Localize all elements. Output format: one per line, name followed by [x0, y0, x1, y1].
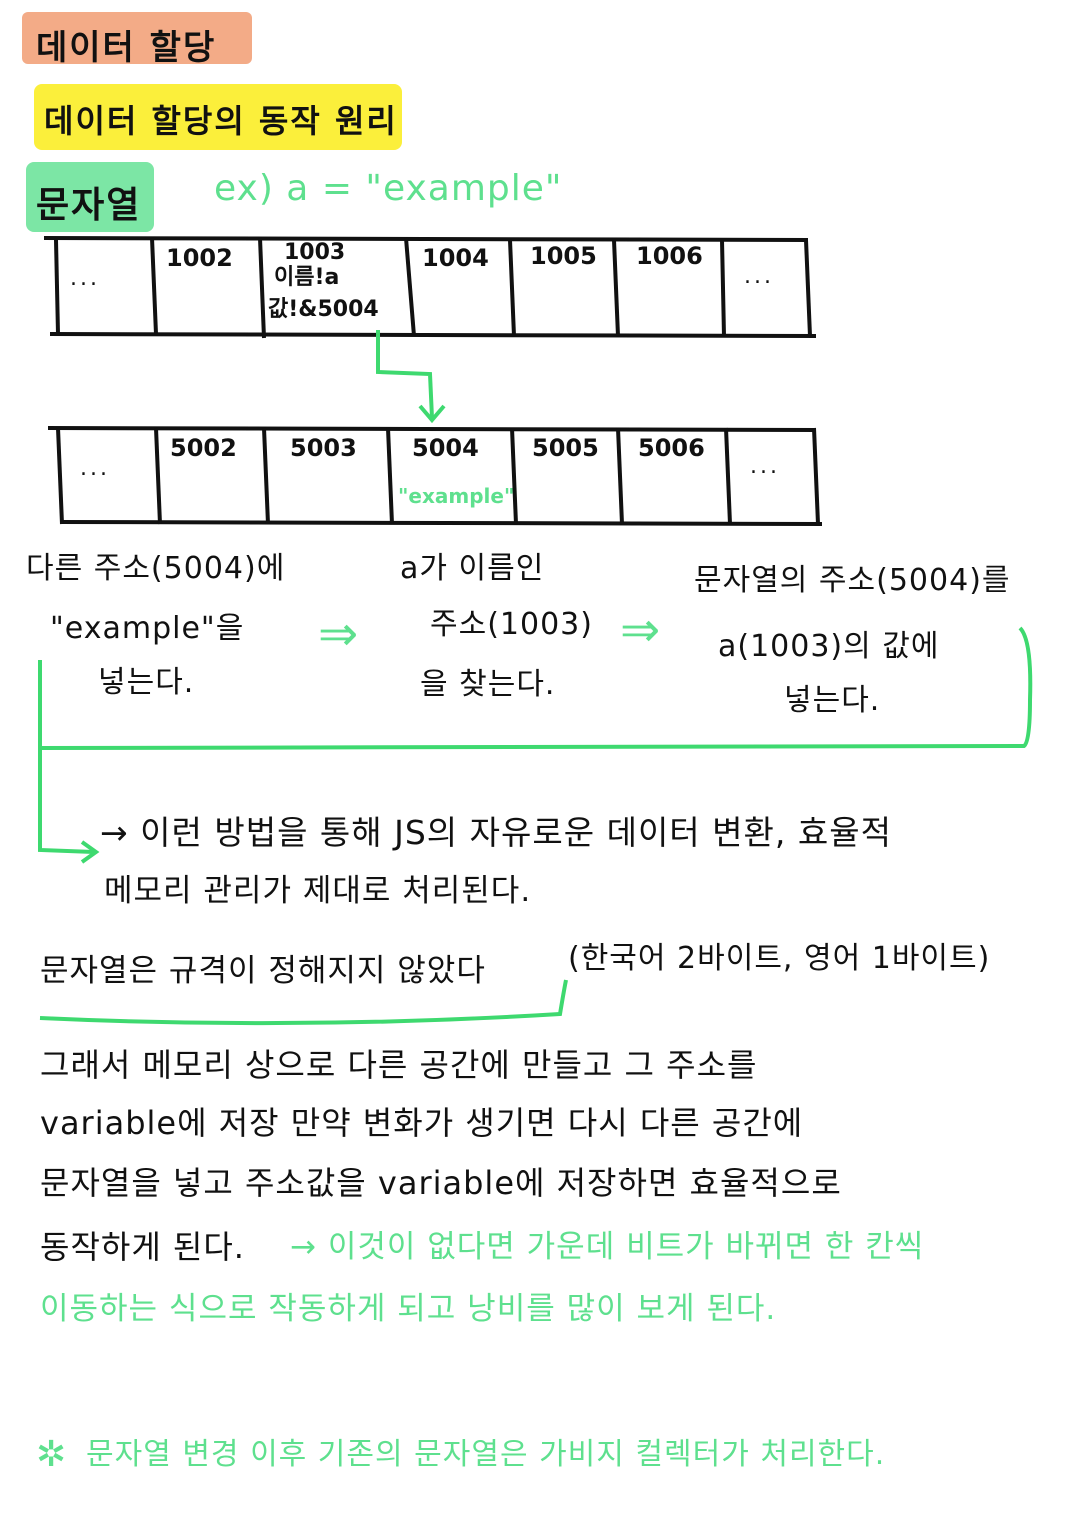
step1-line2: "example"을	[50, 611, 245, 646]
cell-5003: 5003	[290, 434, 357, 462]
step-arrow-1: ⇒	[318, 606, 359, 662]
cell-1003-name: 이름!a	[274, 265, 340, 290]
result-bracket	[38, 626, 1033, 864]
step3-line3: 넣는다.	[784, 683, 881, 718]
step2-line2: 주소(1003)	[430, 607, 593, 642]
rule-statement: 문자열은 규격이 정해지지 않았다	[40, 953, 486, 989]
page-title: 데이터 할당	[36, 28, 217, 68]
cell-ellipsis-left: ...	[70, 266, 100, 291]
section-title: 데이터 할당의 동작 원리	[44, 102, 398, 140]
pointer-arrow	[376, 330, 446, 424]
result-line2: 메모리 관리가 제대로 처리된다.	[104, 873, 532, 909]
cell-5004-value: "example"	[398, 484, 515, 508]
para-line1: 그래서 메모리 상으로 다른 공간에 만들고 그 주소를	[40, 1046, 758, 1084]
step3-line1: 문자열의 주소(5004)를	[694, 563, 1011, 598]
cell-5005: 5005	[532, 434, 599, 462]
para-line5-note: 이동하는 식으로 작동하게 되고 낭비를 많이 보게 된다.	[40, 1291, 777, 1327]
memory-array-top	[43, 236, 817, 339]
step3-line2: a(1003)의 값에	[718, 629, 940, 664]
step1-line1: 다른 주소(5004)에	[26, 551, 286, 586]
result-line1: → 이런 방법을 통해 JS의 자유로운 데이터 변환, 효율적	[100, 813, 892, 852]
cell-1004: 1004	[422, 244, 489, 272]
cell-ellipsis-right: ...	[744, 264, 774, 289]
step-arrow-2: ⇒	[620, 602, 661, 658]
string-label-highlight	[26, 162, 154, 232]
cell-ellipsis-right-2: ...	[750, 454, 780, 479]
cell-1005: 1005	[530, 242, 597, 270]
para-line2: variable에 저장 만약 변화가 생기면 다시 다른 공간에	[40, 1104, 804, 1142]
cell-ellipsis-left-2: ...	[80, 456, 110, 481]
cell-1006: 1006	[636, 242, 703, 270]
step1-line3: 넣는다.	[98, 665, 195, 700]
cell-1002: 1002	[166, 244, 233, 272]
footnote-star-icon: ✲	[36, 1434, 68, 1475]
para-line4-note: → 이것이 없다면 가운데 비트가 바뀌면 한 칸씩	[290, 1229, 925, 1265]
para-line3: 문자열을 넣고 주소값을 variable에 저장하면 효율적으로	[40, 1164, 842, 1202]
para-line4: 동작하게 된다.	[40, 1228, 245, 1266]
cell-1003-value: 값!&5004	[268, 297, 379, 322]
rule-bytes-note: (한국어 2바이트, 영어 1바이트)	[568, 941, 991, 976]
memory-array-bottom	[47, 426, 823, 526]
step2-line1: a가 이름인	[400, 551, 545, 586]
example-code: ex) a = "example"	[214, 168, 563, 209]
rule-underline	[39, 979, 568, 1026]
footnote-text: 문자열 변경 이후 기존의 문자열은 가비지 컬렉터가 처리한다.	[86, 1437, 886, 1472]
cell-1003: 1003	[284, 240, 346, 265]
cell-5004: 5004	[412, 434, 479, 462]
cell-5006: 5006	[638, 434, 705, 462]
string-label: 문자열	[36, 185, 142, 226]
step2-line3: 을 찾는다.	[420, 667, 556, 702]
subtitle-highlight	[34, 84, 402, 150]
cell-5002: 5002	[170, 434, 237, 462]
title-highlight	[22, 12, 252, 64]
